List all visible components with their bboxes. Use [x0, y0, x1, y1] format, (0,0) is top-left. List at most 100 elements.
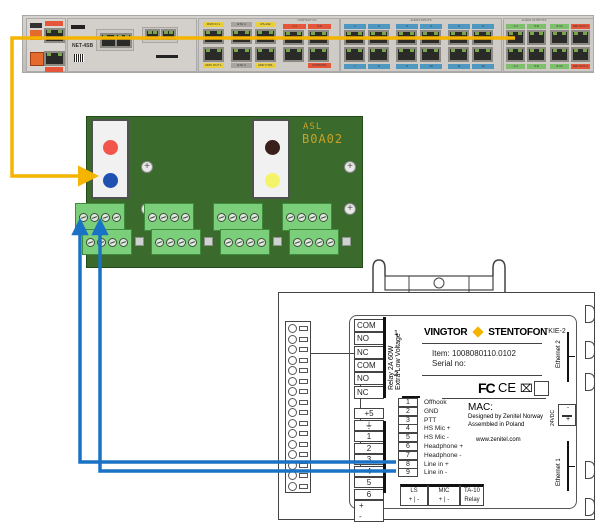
terminal-screw-icon[interactable]	[297, 213, 306, 222]
terminal-screw-icon[interactable]	[166, 238, 175, 247]
rj45-port-dmx-out[interactable]	[203, 47, 224, 62]
terminal-screw-icon[interactable]	[159, 213, 168, 222]
connector-block-ls[interactable]: LS+ | -	[400, 484, 428, 506]
rj45-port[interactable]	[255, 47, 276, 62]
dc-plus: +	[566, 416, 571, 423]
terminal-screw-icon[interactable]	[177, 238, 186, 247]
side-connector-icon	[585, 373, 595, 391]
terminal-screw-icon[interactable]	[217, 213, 226, 222]
terminal-screw-icon[interactable]	[257, 238, 266, 247]
terminal-screw-icon[interactable]	[288, 408, 297, 417]
terminal-screw-icon[interactable]	[286, 213, 295, 222]
terminal-screw-icon[interactable]	[224, 238, 233, 247]
terminal-screw-icon[interactable]	[288, 355, 297, 365]
red-indicator	[103, 140, 118, 155]
terminal-screw-icon[interactable]	[315, 238, 324, 247]
terminal-screw-icon[interactable]	[288, 397, 297, 407]
terminal-screw-icon[interactable]	[86, 238, 95, 247]
rj45-port-audio-input[interactable]	[420, 47, 441, 62]
rj45-port-audio-output[interactable]	[550, 30, 569, 45]
terminal-screw-icon[interactable]	[319, 213, 328, 222]
terminal-screw-icon[interactable]	[288, 429, 297, 438]
terminal-block-upper[interactable]	[282, 203, 332, 231]
pin-number[interactable]: 3	[398, 415, 418, 425]
relay-terminal[interactable]: NC	[354, 385, 384, 399]
pin-number[interactable]: 1	[398, 398, 418, 407]
terminal-screw-icon[interactable]	[288, 450, 297, 459]
terminal-screw-icon[interactable]	[288, 345, 297, 354]
rj45-port-audio-input[interactable]	[368, 47, 389, 62]
brand-vingtor: VINGTOR	[424, 327, 468, 338]
rj45-port[interactable]	[283, 47, 304, 62]
terminal-screw-icon[interactable]	[181, 213, 190, 222]
rj45-port[interactable]	[308, 47, 329, 62]
rj45-port[interactable]	[231, 47, 252, 62]
relay-terminal[interactable]: NO	[354, 372, 384, 386]
terminal-screw-icon[interactable]	[288, 324, 297, 333]
website: www.zenitel.com	[476, 437, 521, 443]
terminal-screw-icon[interactable]	[288, 366, 297, 375]
terminal-screw-icon[interactable]	[246, 238, 255, 247]
terminal-screw-icon[interactable]	[170, 213, 179, 222]
rj45-port-audio-output[interactable]	[571, 30, 590, 45]
label-audio-input: 1	[344, 24, 366, 29]
rj45-port-audio-output[interactable]	[550, 47, 569, 62]
rj45-port-audio-input[interactable]	[396, 47, 417, 62]
pin-number[interactable]: 2	[398, 406, 418, 416]
terminal-screw-icon[interactable]	[235, 238, 244, 247]
rj45-port-audio-output[interactable]	[527, 30, 546, 45]
connector-block-mic[interactable]: MIC+ | -	[428, 484, 460, 506]
terminal-screw-icon[interactable]	[288, 387, 297, 396]
terminal-screw-icon[interactable]	[288, 439, 297, 449]
terminal-screw-icon[interactable]	[112, 213, 121, 222]
divider	[442, 398, 546, 399]
terminal-screw-icon[interactable]	[148, 213, 157, 222]
terminal-screw-icon[interactable]	[188, 238, 197, 247]
pin-number[interactable]: 4	[398, 424, 418, 434]
terminal-screw-icon[interactable]	[288, 418, 297, 428]
terminal-slot-icon	[299, 441, 308, 447]
block-sub: + | -	[408, 497, 420, 503]
terminal-block-lower[interactable]	[289, 229, 339, 255]
terminal-screw-icon[interactable]	[250, 213, 259, 222]
terminal-screw-icon[interactable]	[288, 334, 297, 344]
terminal-screw-icon[interactable]	[108, 238, 117, 247]
terminal-block-lower[interactable]	[151, 229, 201, 255]
label-eth1: ETH 1	[231, 22, 252, 27]
board-label-line2: B0A02	[302, 132, 344, 146]
blue-indicator	[103, 173, 118, 188]
rj45-port-audio-output[interactable]	[527, 47, 546, 62]
terminal-screw-icon[interactable]	[119, 238, 128, 247]
ce-icon: CE	[498, 380, 517, 395]
io-terminal[interactable]: 6	[354, 488, 384, 500]
rj45-port-audio-input[interactable]	[472, 47, 493, 62]
terminal-block-lower[interactable]	[220, 229, 270, 255]
model-label: NET-4SB	[72, 43, 94, 49]
terminal-screw-icon[interactable]	[155, 238, 164, 247]
rj45-port-audio-input[interactable]	[344, 47, 365, 62]
terminal-screw-icon[interactable]	[288, 376, 297, 386]
pin-number[interactable]: 7	[398, 450, 418, 460]
terminal-screw-icon[interactable]	[288, 481, 297, 491]
rj45-connector-right[interactable]	[252, 119, 290, 199]
terminal-screw-icon[interactable]	[228, 213, 237, 222]
rj45-port[interactable]	[44, 51, 65, 66]
label-audio-output: 5-8	[527, 24, 546, 29]
terminal-screw-icon[interactable]	[304, 238, 313, 247]
dc-power-connector[interactable]: - +	[558, 404, 576, 426]
terminal-screw-icon[interactable]	[239, 213, 248, 222]
rj45-port-audio-output[interactable]	[571, 47, 590, 62]
pin-number[interactable]: 9	[398, 468, 418, 478]
rj45-port-audio-input[interactable]	[448, 47, 469, 62]
pin-number[interactable]: 5	[398, 433, 418, 443]
label-audio-input: 5	[448, 24, 470, 29]
rj45-port-audio-output[interactable]	[506, 47, 525, 62]
power-terminal[interactable]: +-	[354, 500, 384, 522]
io-terminal[interactable]: +5	[354, 408, 384, 419]
pin-number[interactable]: 6	[398, 442, 418, 451]
terminal-screw-icon[interactable]	[326, 238, 335, 247]
terminal-screw-icon[interactable]	[308, 213, 317, 222]
pin-number[interactable]: 8	[398, 459, 418, 469]
terminal-screw-icon[interactable]	[293, 238, 302, 247]
